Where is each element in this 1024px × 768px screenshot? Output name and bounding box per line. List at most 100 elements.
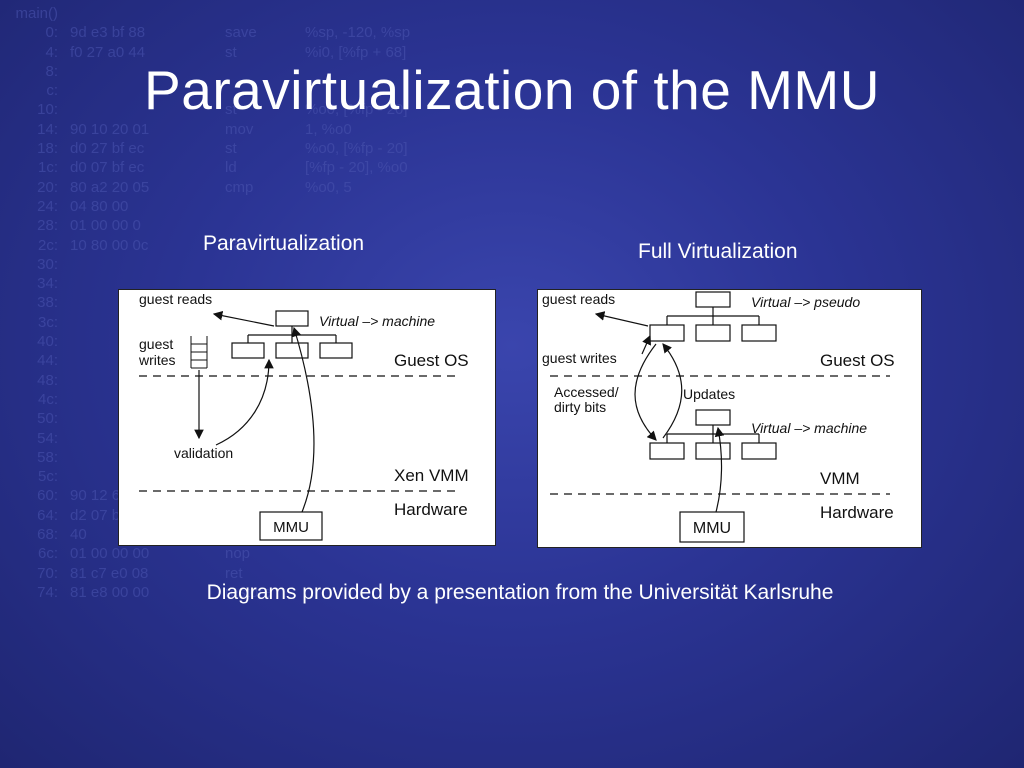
guest-reads-arrow [594,311,649,327]
code-cell: 50: [37,410,58,428]
guest-reads-label: guest reads [139,291,212,307]
code-cell: ld [225,159,237,177]
mmu-label: MMU [693,520,731,537]
hardware-label: Hardware [820,503,894,522]
code-cell: 80 a2 20 05 [70,178,150,196]
code-cell: 28: [37,217,58,235]
code-cell: [%fp - 20], %o0 [305,159,408,177]
code-cell: 5c: [37,468,58,486]
code-cell: 34: [37,275,58,293]
code-cell: 0x5c [305,236,337,254]
code-cell: cmp [225,178,254,196]
code-line: 58: [8,448,708,467]
code-cell: 40: [37,333,58,351]
code-cell: save [225,24,257,42]
code-line: 20: 80 a2 20 05 cmp %o0, 5 [8,178,708,197]
code-line: 10: st %o0, [%fp - 20] [8,100,708,119]
code-cell: d0 27 bf ec [70,140,145,158]
validation-label: validation [174,445,233,461]
code-cell: 0: [45,24,58,42]
code-line: 68:40 [8,525,708,544]
code-cell: st [225,140,237,158]
guest-os-label: Guest OS [394,351,469,370]
code-cell: mov [225,120,254,138]
code-cell: 44: [37,352,58,370]
code-cell: c: [46,82,58,100]
code-cell: 14: [37,120,58,138]
paravirtualization-diagram: guest reads guest writes Virtual –> mach… [118,289,496,546]
code-cell: 18: [37,140,58,158]
code-cell: 01 00 00 00 [70,545,150,563]
code-cell [305,255,605,274]
virtual-pseudo-mapping-label: Virtual –> pseudo [751,294,860,310]
code-line: 4c: [8,390,708,409]
code-cell [225,255,305,274]
code-cell: d0 07 bf ec [70,159,145,177]
virtual-machine-mapping-label: Virtual –> machine [751,420,867,436]
mmu-to-pagetable-arrow [714,426,725,513]
slide-title: Paravirtualization of the MMU [144,59,880,121]
code-cell [305,197,605,216]
code-cell: 48: [37,371,58,389]
accessed-label-line1: Accessed/ [554,384,619,400]
code-cell: 70: [37,564,58,582]
mmu-box [259,511,323,541]
code-line: 44: [8,351,708,370]
code-cell: 4: [45,43,58,61]
code-cell: 9d e3 bf 88 [70,24,146,42]
mmu-to-pagetable-arrow [291,326,315,513]
code-cell: %i0, [%fp + 68] [305,43,407,61]
machine-page-table-tree [649,409,777,460]
code-cell: 74: [37,583,58,601]
code-cell: st [225,101,237,119]
code-line: main() [8,4,708,23]
code-cell: f0 27 a0 44 [70,43,146,61]
code-line: 38: [8,293,708,312]
validation-to-pagetable-arrow [215,358,274,446]
code-cell: 64: [37,506,58,524]
code-cell: 10: [37,101,58,119]
code-cell: 4c: [37,390,58,408]
full-virtualization-diagram: guest reads guest writes Virtual –> pseu… [537,289,922,548]
code-cell: 6c: [37,545,58,563]
code-line: 40: [8,332,708,351]
code-cell: %sp, -120, %sp [305,24,411,42]
code-cell: 68: [37,526,58,544]
code-line: 28:01 00 00 0 [8,216,708,235]
code-cell: 60: [37,487,58,505]
code-cell: %o0, [%fp - 20] [305,101,408,119]
code-cell [70,4,225,23]
accessed-up-arrow [662,343,683,439]
diagram-credit: Diagrams provided by a presentation from… [206,581,834,604]
code-line: 8: [8,62,708,81]
guest-writes-arrow [641,334,651,355]
code-cell: 81 e8 00 00 [70,583,150,601]
code-line: c: [8,81,708,100]
accessed-label-line2: dirty bits [554,399,606,415]
code-cell: 04 80 00 [70,197,129,215]
hardware-label: Hardware [394,500,468,519]
code-cell: %o0, 5 [305,178,352,196]
paravirtualization-heading: Paravirtualization [203,232,365,255]
code-cell [305,4,605,23]
write-queue-icon [190,336,208,369]
code-cell [70,255,225,274]
code-line: 3c: [8,313,708,332]
code-cell: 58: [37,448,58,466]
code-cell: 30: [37,255,58,273]
code-line: 24:04 80 00 [8,197,708,216]
code-cell: 20: [37,178,58,196]
code-cell [225,4,305,23]
code-cell: ba [225,236,242,254]
guest-reads-label: guest reads [542,291,615,307]
code-cell [305,564,605,583]
code-line: 50: [8,409,708,428]
code-cell: 10 80 00 0c [70,236,149,254]
